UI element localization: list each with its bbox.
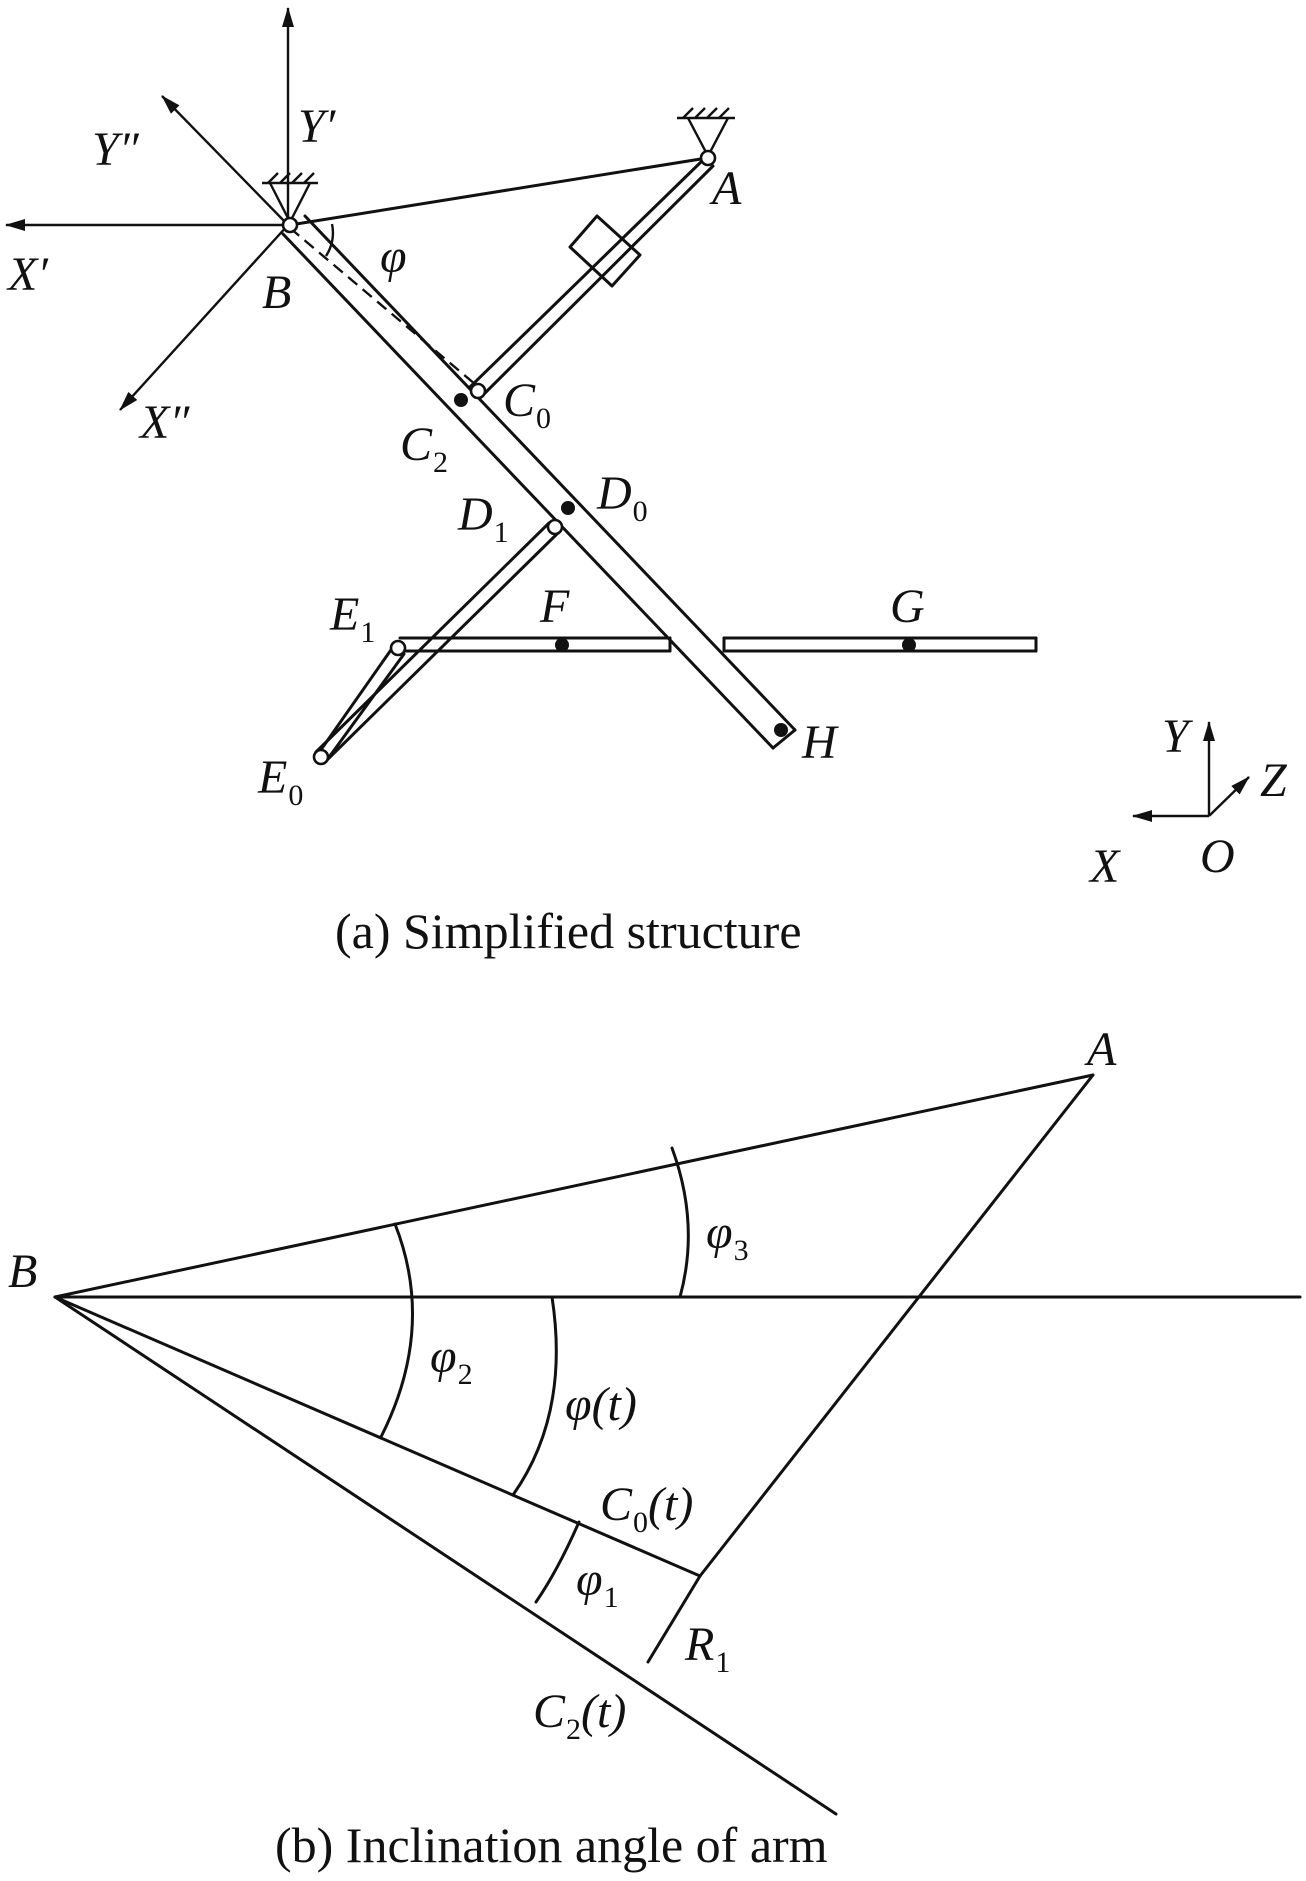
ground-support-b <box>262 172 318 225</box>
label-frame-z: Z <box>1260 754 1288 807</box>
label-frame-x: X <box>1088 840 1121 893</box>
link-b-a <box>288 156 709 227</box>
line-a-c0 <box>698 1073 1095 1578</box>
joint-b <box>281 216 299 234</box>
line-c0-c2-r1 <box>646 1574 702 1664</box>
label-g: G <box>890 580 925 633</box>
label-e1: E1 <box>329 588 375 649</box>
dashed-reference <box>289 227 483 391</box>
main-arm-b-h <box>281 214 797 750</box>
label-c2: C2 <box>400 418 448 479</box>
y-double-prime-axis <box>161 95 289 226</box>
label-phi1: φ1 <box>576 1553 619 1614</box>
label-a: A <box>709 162 742 215</box>
joint-e1 <box>389 639 407 657</box>
angle-phi-arc <box>324 223 335 257</box>
label-c0-t: C0(t) <box>600 1478 693 1539</box>
ground-support-a <box>677 107 735 159</box>
line-b-c0 <box>53 1295 702 1578</box>
caption-a: (a) Simplified structure <box>335 903 802 959</box>
label-b: B <box>262 266 291 319</box>
panel-b-inclination-angle: B A φ3 φ2 φ(t) C0(t) φ1 R1 C2(t) (b) Inc… <box>8 1023 1302 1873</box>
label-r1: R1 <box>684 1618 730 1679</box>
arc-phi1 <box>534 1520 581 1604</box>
hydraulic-cylinder <box>468 158 715 399</box>
arc-phi3 <box>670 1146 690 1299</box>
label-phi2: φ2 <box>430 1330 473 1391</box>
label-x-double-prime: X″ <box>138 396 190 449</box>
joint-c2 <box>454 393 468 407</box>
label-c2-t: C2(t) <box>533 1685 626 1746</box>
joint-d0 <box>561 501 575 515</box>
joint-a <box>699 149 717 167</box>
label-a-b: A <box>1084 1023 1117 1076</box>
arc-phi-t <box>511 1295 558 1497</box>
panel-a-simplified-structure: Y′ Y″ X′ X″ B φ A C0 C2 D0 D1 E1 E0 F G … <box>5 7 1288 959</box>
label-y-double-prime: Y″ <box>92 123 140 176</box>
label-h: H <box>801 716 839 769</box>
joint-g <box>902 638 916 652</box>
label-phi-t: φ(t) <box>565 1378 637 1431</box>
label-phi3: φ3 <box>706 1206 749 1267</box>
label-b-b: B <box>8 1245 37 1298</box>
label-y-prime: Y′ <box>298 100 337 153</box>
caption-b: (b) Inclination angle of arm <box>275 1817 828 1873</box>
label-d1: D1 <box>457 488 509 549</box>
arc-phi2 <box>379 1222 414 1439</box>
x-double-prime-axis <box>119 224 289 411</box>
frame-z-axis <box>1208 776 1250 817</box>
label-d0: D0 <box>596 467 648 528</box>
label-frame-y: Y <box>1162 710 1193 763</box>
joint-e0 <box>312 748 330 766</box>
label-c0: C0 <box>503 374 551 435</box>
line-b-c2 <box>53 1295 838 1816</box>
joint-h <box>774 723 788 737</box>
label-phi: φ <box>380 230 407 283</box>
joint-f <box>555 638 569 652</box>
joint-d1 <box>546 518 564 536</box>
joint-c0 <box>469 382 487 400</box>
bar-g <box>722 636 1038 653</box>
label-e0: E0 <box>257 751 303 812</box>
label-frame-o: O <box>1200 830 1235 883</box>
line-b-a <box>53 1073 1095 1299</box>
bar-e1-f <box>398 636 672 653</box>
global-frame: Y Z X O <box>1088 710 1288 893</box>
cylinder-body <box>568 214 642 288</box>
link-e1-e0 <box>316 645 406 762</box>
label-x-prime: X′ <box>6 248 49 301</box>
local-axes-at-b <box>5 7 294 411</box>
label-f: F <box>539 580 570 633</box>
